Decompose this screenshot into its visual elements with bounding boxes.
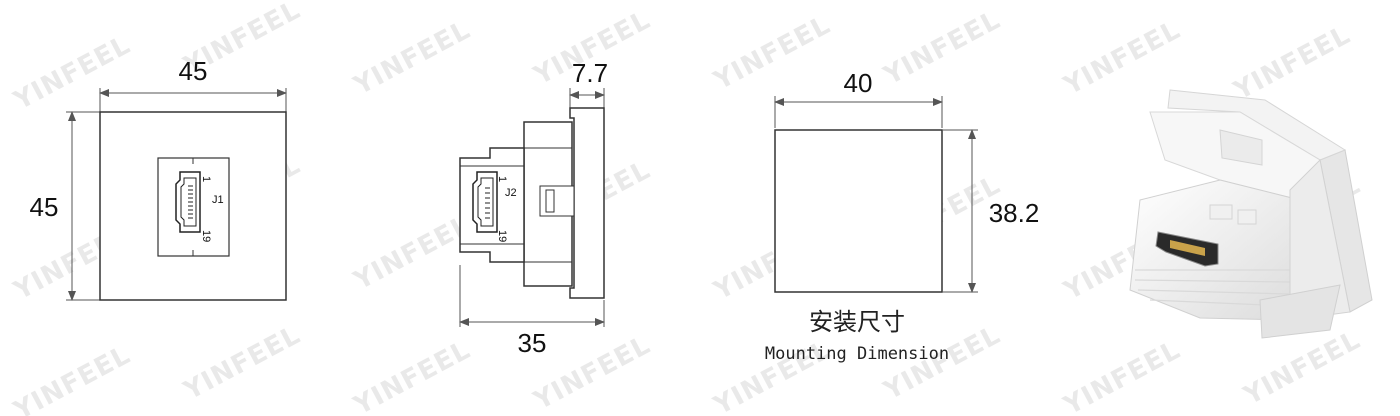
mount-cutout xyxy=(774,129,943,293)
watermark-text: YINFEEL xyxy=(348,335,475,416)
side-view: 7.7 35 J2 1 19 xyxy=(459,58,608,358)
mount-caption-cn: 安装尺寸 xyxy=(809,308,905,336)
watermark-text: YINFEEL xyxy=(1228,0,1355,2)
mount-width-label: 40 xyxy=(844,68,873,98)
watermark-text: YINFEEL xyxy=(1238,325,1365,412)
side-pin-end: 19 xyxy=(496,230,508,242)
watermark-text: YINFEEL xyxy=(878,5,1005,92)
watermark-text: YINFEEL xyxy=(348,15,475,102)
watermark-text: YINFEEL xyxy=(178,320,305,407)
mount-height-label: 38.2 xyxy=(989,198,1040,228)
hdmi-keystone-module-icon xyxy=(1129,89,1373,339)
front-view: 45 45 J1 1 19 xyxy=(30,56,287,301)
watermark-text: YINFEEL xyxy=(528,330,655,416)
watermark-text: YINFEEL xyxy=(8,30,135,117)
hdmi-port-icon xyxy=(175,171,201,233)
watermark-text: YINFEEL xyxy=(1228,20,1355,107)
side-port-label: J2 xyxy=(505,187,517,199)
side-latch xyxy=(539,185,575,217)
side-flange xyxy=(569,107,605,299)
front-pin-start: 1 xyxy=(200,176,212,182)
side-pin-start: 1 xyxy=(496,176,508,182)
front-pin-end: 19 xyxy=(200,230,212,242)
watermark-text: YINFEEL xyxy=(348,210,475,297)
watermark-text: YINFEEL xyxy=(708,10,835,97)
side-hdmi-port-icon xyxy=(472,171,498,233)
front-width-label: 45 xyxy=(179,56,208,86)
mounting-view: 40 38.2 安装尺寸 Mounting Dimension xyxy=(765,68,1039,364)
watermark-text: YINFEEL xyxy=(1058,15,1185,102)
watermark-text: YINFEEL xyxy=(528,0,655,2)
front-height-label: 45 xyxy=(30,192,59,222)
watermark-text: YINFEEL xyxy=(878,0,1005,2)
mount-caption-en: Mounting Dimension xyxy=(765,344,949,364)
watermark-text: YINFEEL xyxy=(8,340,135,416)
front-port-label: J1 xyxy=(212,194,224,206)
watermark-text: YINFEEL xyxy=(1058,335,1185,416)
side-flange-label: 7.7 xyxy=(572,58,608,88)
side-depth-label: 35 xyxy=(518,328,547,358)
